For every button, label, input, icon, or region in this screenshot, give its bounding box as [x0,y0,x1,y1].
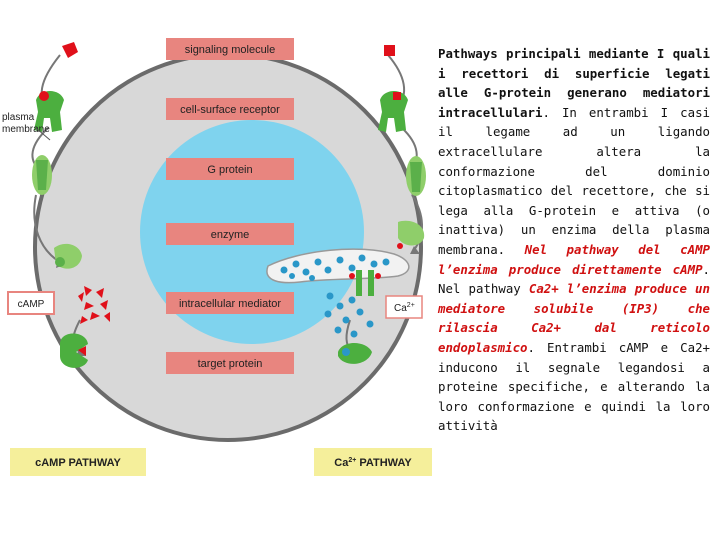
svg-text:cAMP: cAMP [18,299,45,310]
g-protein-right [406,156,426,196]
target-protein-left [60,333,88,368]
signaling-diagram: signaling molecule cell-surface receptor… [2,38,432,476]
svg-text:signaling molecule: signaling molecule [185,44,276,56]
step-label-g-protein: G protein [166,158,294,180]
calcium-in-er [280,254,390,281]
step-label-intracellular-mediator: intracellular mediator [166,292,294,314]
svg-text:Ca2+: Ca2+ [394,302,415,314]
svg-text:cell-surface receptor: cell-surface receptor [180,104,280,116]
svg-text:cAMP PATHWAY: cAMP PATHWAY [35,457,121,469]
camp-molecules [78,286,110,324]
signaling-molecule-left [62,42,78,58]
calcium-pathway-box: Ca2+ PATHWAY [314,448,432,476]
ip3-channel [349,270,381,296]
camp-label-box: cAMP [7,291,55,315]
receptor-left [34,91,64,132]
target-protein-right [338,343,372,364]
step-label-enzyme: enzyme [166,223,294,245]
svg-text:G protein: G protein [207,164,252,176]
svg-text:intracellular mediator: intracellular mediator [179,298,281,310]
receptor-right [378,91,408,132]
calcium-label: Ca2+ [385,295,423,319]
description-paragraph: Pathways principali mediante I quali i r… [438,46,710,434]
description-text: Pathways principali mediante I quali i r… [438,44,710,436]
text-calcium-highlight: Ca2+ l’enzima produce un mediatore solub… [438,281,710,355]
g-protein-left [32,155,52,195]
step-label-cell-surface-receptor: cell-surface receptor [166,98,294,120]
step-label-target-protein: target protein [166,352,294,374]
enzyme-right [397,220,425,249]
signaling-molecule-right [384,45,395,56]
enzyme-left [54,243,82,269]
text-camp-highlight: Nel pathway del cAMP l’enzima produce di… [438,241,710,277]
plasma-membrane-label: plasma [2,112,35,123]
svg-text:membrane: membrane [2,124,50,135]
svg-text:Ca2+ PATHWAY: Ca2+ PATHWAY [334,457,412,469]
camp-pathway-box: cAMP PATHWAY [10,448,146,476]
svg-text:target protein: target protein [198,358,263,370]
step-label-signaling-molecule: signaling molecule [166,38,294,60]
released-calcium [324,292,374,338]
text-bold-intro: Pathways principali mediante I quali i r… [438,46,710,120]
svg-text:enzyme: enzyme [211,229,250,241]
